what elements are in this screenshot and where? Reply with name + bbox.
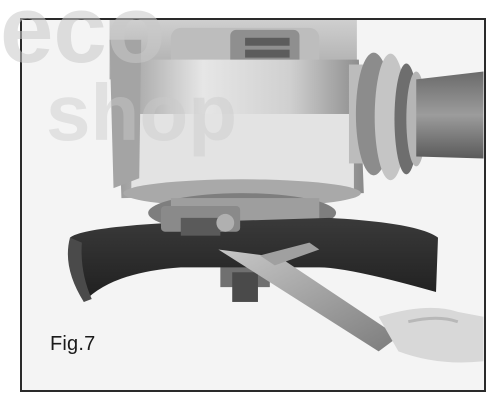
figure-frame: Fig.7 xyxy=(20,18,486,392)
hand xyxy=(378,307,484,363)
side-handle xyxy=(348,52,484,181)
guard-clamp xyxy=(160,205,241,236)
motor-housing xyxy=(109,20,364,207)
angle-grinder-photo xyxy=(22,20,484,390)
figure-label: Fig.7 xyxy=(50,333,96,355)
spanner-wrench xyxy=(218,242,399,352)
